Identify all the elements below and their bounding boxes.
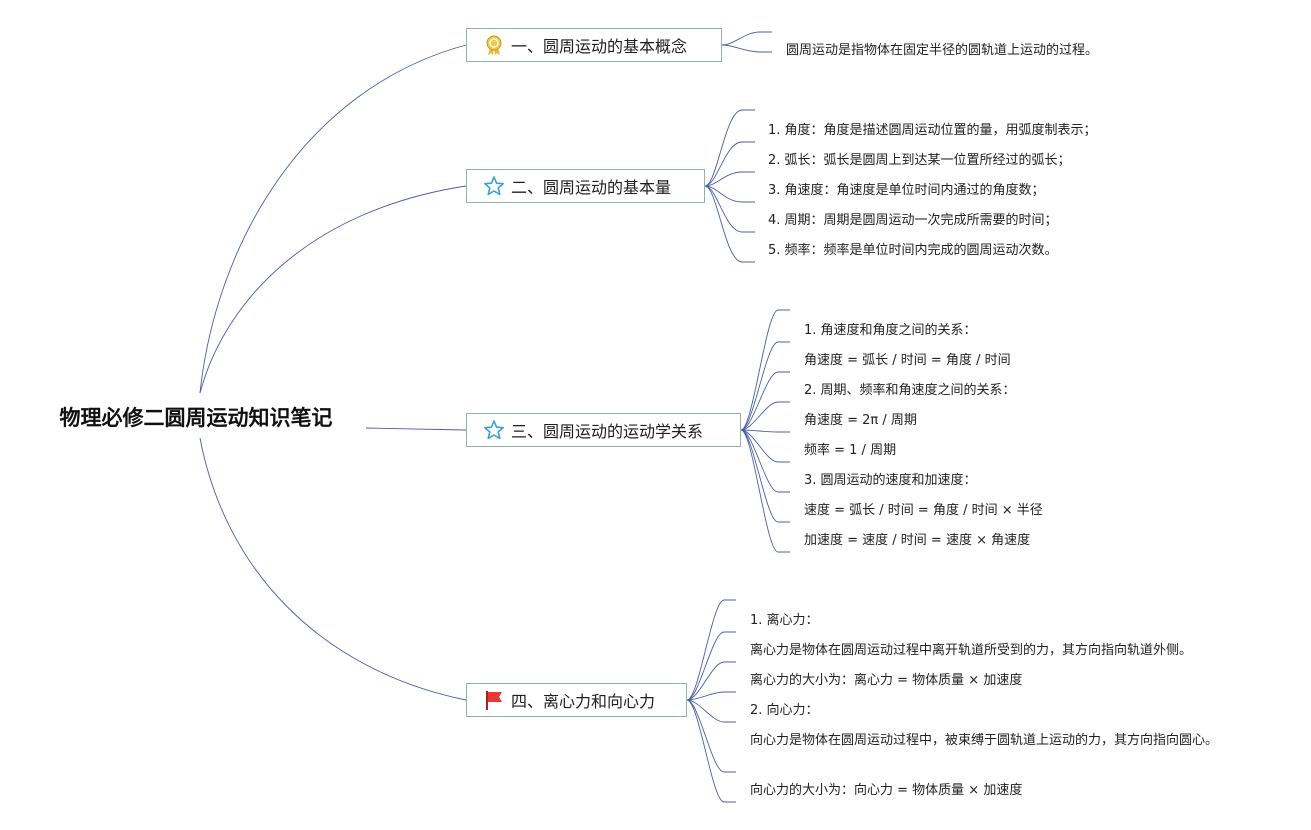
leaf-item: 圆周运动是指物体在固定半径的圆轨道上运动的过程。 (786, 43, 1099, 58)
star-icon (483, 175, 505, 197)
award-ribbon-icon (483, 34, 505, 56)
connector-root-branch (199, 185, 467, 394)
connector-branch-leaf (686, 599, 736, 701)
leaf-item: 3. 角速度：角速度是单位时间内通过的角度数； (768, 183, 1045, 198)
connector-root-branch (199, 437, 467, 701)
leaf-item: 加速度 = 速度 / 时间 = 速度 × 角速度 (804, 533, 1031, 548)
branch-kinematics[interactable]: 三、圆周运动的运动学关系 (466, 413, 741, 447)
root-title: 物理必修二圆周运动知识笔记 (59, 406, 333, 430)
connector-branch-leaf (686, 699, 736, 803)
leaf-item: 频率 = 1 / 周期 (804, 443, 897, 458)
root-topic[interactable]: 物理必修二圆周运动知识笔记 (26, 396, 366, 438)
connector-branch-leaf (740, 429, 790, 433)
leaf-item: 离心力的大小为：离心力 = 物体质量 × 加速度 (750, 673, 1023, 688)
leaf-item: 速度 = 弧长 / 时间 = 角度 / 时间 × 半径 (804, 503, 1043, 518)
leaf-item: 1. 角速度和角度之间的关系： (804, 323, 977, 338)
red-flag-icon (483, 689, 505, 711)
connector-root-branch (365, 427, 467, 431)
connector-branch-leaf (721, 31, 772, 46)
leaf-item: 1. 角度：角度是描述圆周运动位置的量，用弧度制表示； (768, 123, 1097, 138)
connector-branch-leaf (686, 631, 736, 701)
connector-branch-leaf (740, 371, 790, 431)
connector-branch-leaf (704, 185, 755, 203)
branch-label: 四、离心力和向心力 (511, 692, 656, 711)
connector-branch-leaf (704, 185, 755, 263)
star-icon (483, 419, 505, 441)
branch-basic-quantities[interactable]: 二、圆周运动的基本量 (466, 169, 705, 203)
connector-branch-leaf (686, 699, 736, 773)
connector-branch-leaf (721, 44, 772, 53)
leaf-item: 2. 周期、频率和角速度之间的关系： (804, 383, 1016, 398)
leaf-item: 向心力是物体在圆周运动过程中，被束缚于圆轨道上运动的力，其方向指向圆心。 (750, 733, 1219, 748)
connector-branch-leaf (704, 185, 755, 233)
branch-basic-concept[interactable]: 一、圆周运动的基本概念 (466, 28, 722, 62)
connector-branch-leaf (740, 429, 790, 493)
connector-branch-leaf (740, 401, 790, 431)
connector-branch-leaf (704, 141, 755, 187)
branch-label: 一、圆周运动的基本概念 (511, 37, 688, 56)
branch-label: 三、圆周运动的运动学关系 (511, 422, 704, 441)
connector-branch-leaf (704, 109, 755, 187)
connector-branch-leaf (740, 341, 790, 431)
leaf-item: 角速度 = 2π / 周期 (804, 413, 917, 428)
branch-centrifugal-centripetal[interactable]: 四、离心力和向心力 (466, 683, 687, 717)
connector-branch-leaf (686, 699, 736, 723)
leaf-item: 离心力是物体在圆周运动过程中离开轨道所受到的力，其方向指向轨道外侧。 (750, 643, 1193, 658)
leaf-item: 2. 向心力： (750, 703, 819, 718)
connector-root-branch (199, 44, 467, 394)
leaf-item: 4. 周期：周期是圆周运动一次完成所需要的时间； (768, 213, 1058, 228)
connector-branch-leaf (704, 171, 755, 187)
leaf-item: 5. 频率：频率是单位时间内完成的圆周运动次数。 (768, 243, 1058, 258)
leaf-item: 角速度 = 弧长 / 时间 = 角度 / 时间 (804, 353, 1011, 368)
branch-label: 二、圆周运动的基本量 (511, 178, 672, 197)
connector-branch-leaf (686, 661, 736, 701)
leaf-item: 3. 圆周运动的速度和加速度： (804, 473, 977, 488)
connector-branch-leaf (740, 429, 790, 463)
leaf-item: 1. 离心力： (750, 613, 819, 628)
leaf-item: 向心力的大小为：向心力 = 物体质量 × 加速度 (750, 783, 1023, 798)
leaf-item: 2. 弧长：弧长是圆周上到达某一位置所经过的弧长； (768, 153, 1071, 168)
connector-branch-leaf (740, 309, 790, 431)
connector-branch-leaf (686, 691, 736, 701)
connector-branch-leaf (740, 429, 790, 553)
